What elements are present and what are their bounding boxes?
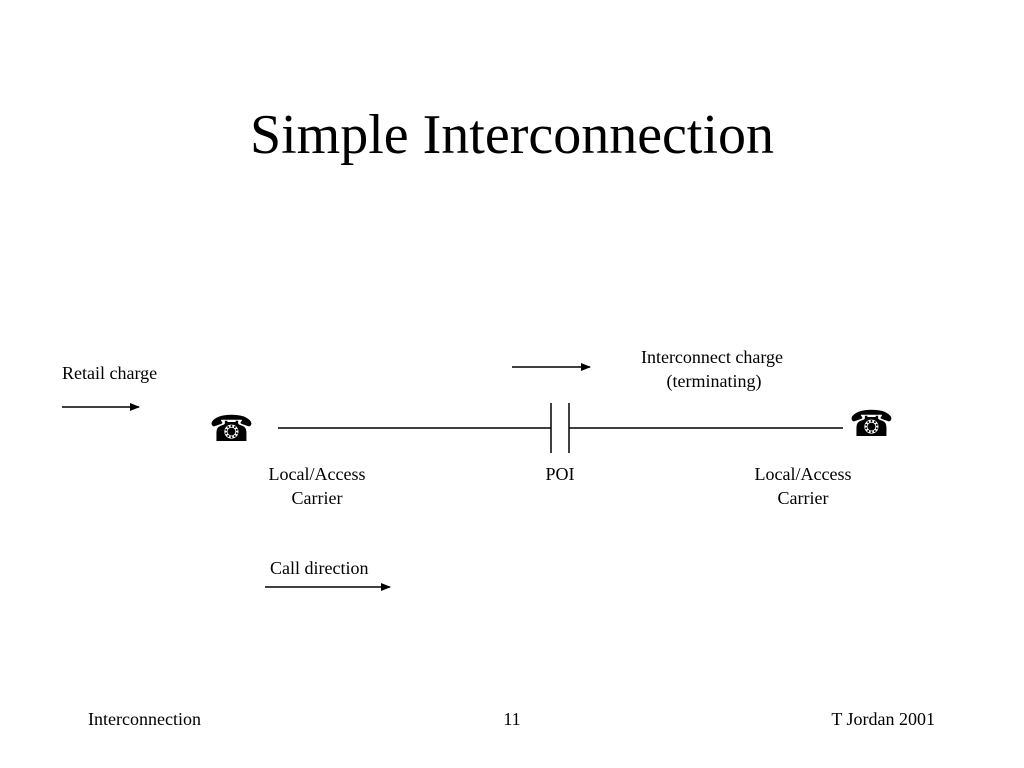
interconnect-charge-label-line1: Interconnect charge bbox=[640, 347, 784, 367]
interconnect-charge-label-line2: (terminating) bbox=[666, 371, 762, 391]
call-direction-label: Call direction bbox=[270, 558, 369, 578]
right-carrier-label-line1: Local/Access bbox=[754, 464, 852, 484]
poi-label: POI bbox=[545, 464, 575, 484]
slide-title: Simple Interconnection bbox=[249, 104, 775, 166]
left-carrier-label-line1: Local/Access bbox=[268, 464, 366, 484]
left-carrier-label-line2: Carrier bbox=[291, 488, 343, 508]
telephone-icon: ☎ bbox=[209, 409, 254, 450]
footer-right: T Jordan 2001 bbox=[831, 709, 935, 729]
telephone-icon: ☎ bbox=[849, 404, 894, 445]
retail-charge-label: Retail charge bbox=[62, 363, 158, 383]
footer-page-number: 11 bbox=[503, 709, 521, 729]
footer-left: Interconnection bbox=[88, 709, 201, 729]
right-carrier-label-line2: Carrier bbox=[777, 488, 829, 508]
